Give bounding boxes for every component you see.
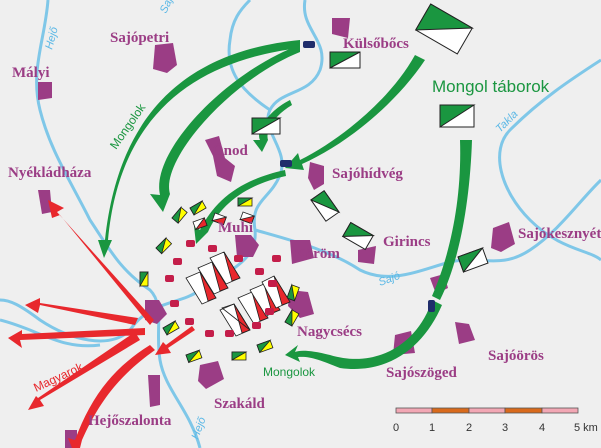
arrow-label-mongols-s: Mongolok	[263, 365, 316, 379]
town-label-girincs: Girincs	[383, 234, 431, 250]
town-label-szakald: Szakáld	[214, 396, 266, 412]
hungarian-wagons	[165, 240, 281, 337]
town-label-malyi: Mályi	[12, 65, 50, 81]
mongol-units	[139, 197, 300, 364]
scale-tick: 2	[466, 422, 472, 434]
hejo-river	[35, 0, 202, 448]
takla-river	[498, 58, 601, 262]
town-label-sajohidveg: Sajóhídvég	[332, 166, 403, 182]
camp-icon	[457, 246, 489, 273]
river-label-sajo-top: Sajó	[158, 0, 178, 15]
town-label-muhi: Muhi	[218, 220, 253, 236]
scale-tick: 1	[429, 422, 435, 434]
scale-tick: 3	[502, 422, 508, 434]
legend-mongol-camps: Mongol táborok	[432, 77, 550, 96]
town-label-sajoszoged: Sajószöged	[386, 365, 457, 381]
town-label-sajooros: Sajóörös	[488, 348, 544, 364]
legend-camp-icon	[439, 104, 476, 128]
camp-icon	[414, 3, 475, 55]
river-label-hejo-top: Hejő	[43, 25, 61, 51]
mongol-arrows	[98, 40, 472, 370]
camp-icon	[329, 51, 361, 69]
camp-icon	[341, 221, 376, 251]
town-label-korom: Köröm	[294, 246, 340, 262]
town-label-hejoszalonta: Hejőszalonta	[88, 413, 172, 429]
scale-tick: 5 km	[574, 422, 598, 434]
bridges	[280, 41, 435, 312]
town-label-sajopetri: Sajópetri	[110, 30, 169, 46]
mongol-camps	[251, 3, 489, 273]
hungarian-arrows	[8, 200, 195, 448]
town-label-nagycsecs: Nagycsécs	[297, 324, 362, 340]
scale-bar	[395, 407, 579, 414]
sajo-upper-branch	[227, 0, 271, 112]
camp-icon	[309, 190, 341, 222]
town-label-sajokesznyet: Sajókesznyét	[518, 226, 601, 242]
town-label-onod: Ónod	[212, 142, 249, 159]
town-label-kulsobocs: Külsőbőcs	[343, 36, 409, 52]
scale-labels: 0 1 2 3 4 5 km	[393, 422, 598, 434]
scale-tick: 4	[539, 422, 545, 434]
river-label-hejo-bottom: Hejő	[190, 415, 209, 441]
town-label-nyekladhaza: Nyékládháza	[8, 165, 92, 181]
camp-icon	[251, 117, 282, 135]
villages	[38, 18, 515, 448]
river-label-sajo: Sajó	[377, 270, 402, 289]
hungarian-camp	[185, 211, 291, 337]
scale-tick: 0	[393, 422, 399, 434]
